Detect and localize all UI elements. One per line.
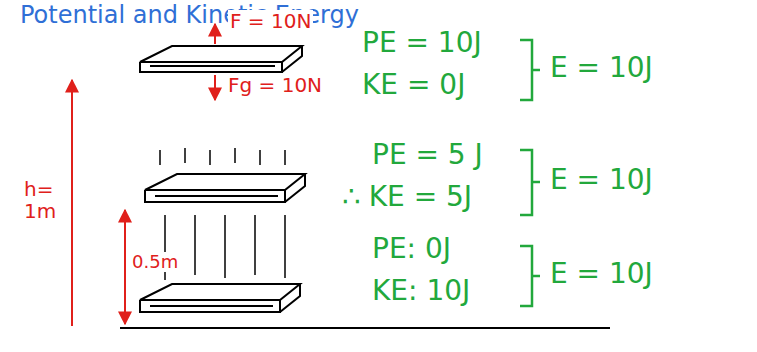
energy-value: PE = 5 J xyxy=(370,140,485,171)
energy-bracket xyxy=(520,40,540,306)
height-arrow xyxy=(71,80,73,326)
gravity-arrow xyxy=(214,75,216,100)
energy-total: E = 10J xyxy=(548,259,655,290)
energy-value: ∴ KE = 5J xyxy=(340,182,474,213)
ground-line xyxy=(120,327,610,329)
energy-total: E = 10J xyxy=(548,165,655,196)
energy-value: PE: 0J xyxy=(370,234,453,265)
energy-value: KE = 0J xyxy=(360,70,467,101)
dimension-label: h= 1m xyxy=(22,178,70,222)
energy-total: E = 10J xyxy=(548,53,655,84)
energy-value: PE = 10J xyxy=(360,28,484,59)
book-top xyxy=(140,46,302,72)
energy-value: KE: 10J xyxy=(370,276,472,307)
book-bottom xyxy=(140,284,300,312)
book-middle xyxy=(145,174,305,202)
dimension-label: 0.5m xyxy=(130,252,180,272)
force-label: Fg = 10N xyxy=(226,74,324,96)
force-label: F = 10N xyxy=(228,10,313,32)
half-height-arrow xyxy=(124,210,126,324)
